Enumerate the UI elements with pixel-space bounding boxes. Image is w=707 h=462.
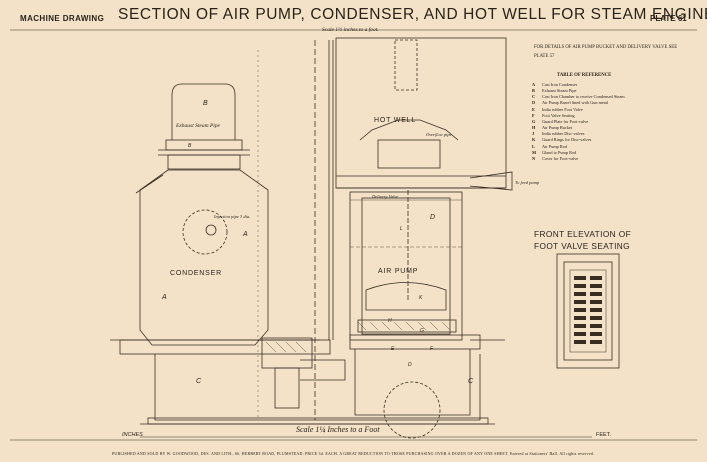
exhaust-pipe-outline bbox=[171, 83, 236, 140]
label-h: H bbox=[388, 318, 393, 324]
label-overflow: Overflow pipe bbox=[426, 132, 452, 137]
label-feed: To feed pump bbox=[515, 180, 540, 185]
label-a-left: A bbox=[162, 294, 168, 301]
label-k: K bbox=[419, 295, 424, 301]
scale-top: Scale 1½ inches to a foot. bbox=[322, 27, 379, 33]
label-condenser: CONDENSER bbox=[170, 270, 222, 277]
label-air-pump: AIR PUMP bbox=[378, 268, 419, 275]
page-title: SECTION OF AIR PUMP, CONDENSER, AND HOT … bbox=[118, 6, 707, 23]
label-f: F bbox=[430, 346, 434, 352]
label-b-lower: B bbox=[188, 143, 193, 149]
chamber-flange bbox=[119, 339, 331, 355]
front-elevation-title: FRONT ELEVATION OF FOOT VALVE SEATING bbox=[534, 229, 632, 251]
label-g: G bbox=[420, 328, 425, 334]
label-a-right: A bbox=[243, 231, 249, 238]
injection-circle bbox=[182, 209, 228, 255]
exhaust-neck bbox=[167, 154, 241, 170]
lower-valve-box bbox=[261, 337, 313, 369]
scale-bottom: Scale 1¼ Inches to a Foot bbox=[296, 425, 380, 434]
pump-bucket bbox=[365, 282, 447, 311]
details-note: FOR DETAILS OF AIR PUMP BUCKET AND DELIV… bbox=[534, 45, 678, 59]
plate-number: PLATE 61 bbox=[650, 14, 687, 23]
feed-outlet bbox=[469, 171, 513, 191]
reference-title: TABLE OF REFERENCE bbox=[557, 73, 612, 78]
label-c-right: C bbox=[468, 378, 474, 385]
label-b-upper: B bbox=[203, 100, 209, 107]
label-hot-well: HOT WELL bbox=[374, 117, 417, 124]
base-plate bbox=[147, 417, 489, 425]
header-left: MACHINE DRAWING bbox=[20, 14, 105, 23]
hot-well bbox=[335, 37, 507, 189]
section-hatching bbox=[265, 321, 451, 353]
label-c-left: C bbox=[196, 378, 202, 385]
hot-well-valve bbox=[359, 119, 459, 141]
foot-valve-elevation bbox=[556, 253, 620, 369]
label-l: L bbox=[400, 226, 404, 232]
feet-label: FEET. bbox=[596, 432, 611, 438]
label-e: E bbox=[391, 346, 396, 352]
label-exhaust: Exhaust Steam Pipe bbox=[176, 123, 220, 129]
footer-credit: PUBLISHED AND SOLD BY W. GOODWOOD, DES. … bbox=[112, 451, 595, 456]
chamber-c bbox=[154, 354, 481, 421]
label-d1: D bbox=[430, 214, 436, 221]
label-d2: D bbox=[408, 362, 413, 368]
foot-valve-slots bbox=[574, 276, 602, 344]
foot-valve-seat bbox=[357, 319, 457, 333]
air-pump-barrel bbox=[349, 191, 463, 341]
label-delivery: Delivery Valve bbox=[372, 194, 399, 199]
inches-label: INCHES bbox=[122, 432, 143, 438]
label-injection: Injection pipe 3 dia. bbox=[214, 214, 251, 219]
condenser-body bbox=[139, 169, 269, 346]
